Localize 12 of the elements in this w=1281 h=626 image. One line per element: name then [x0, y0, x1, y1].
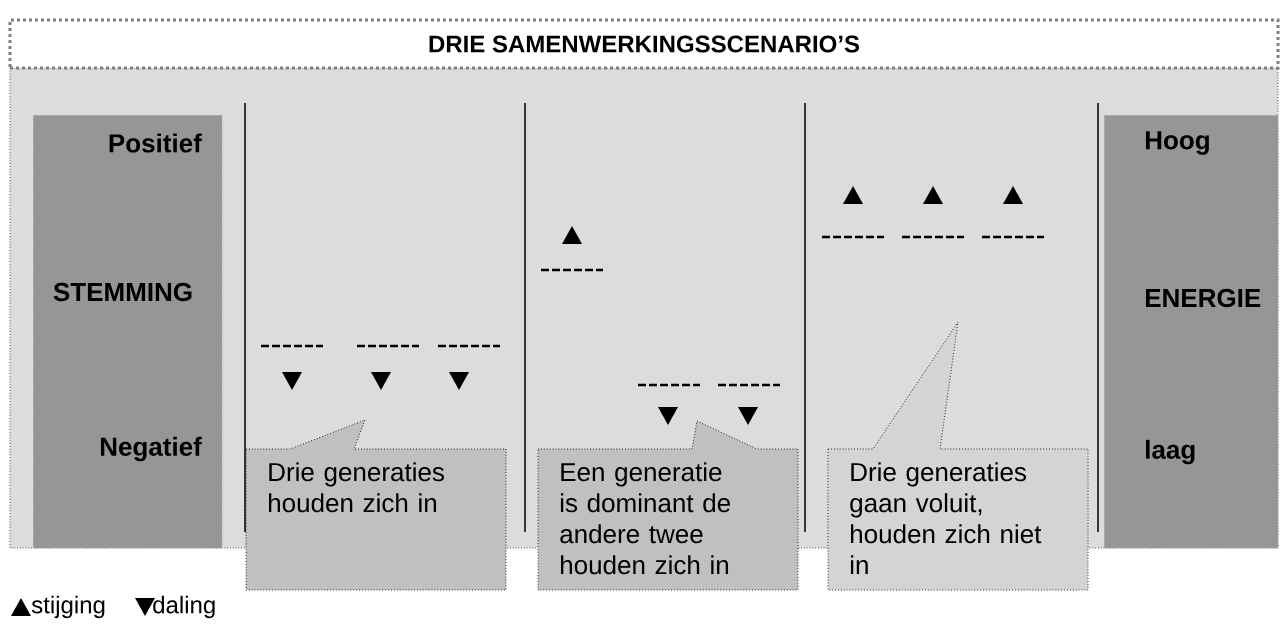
- title-box: DRIE SAMENWERKINGSSCENARIO’S: [8, 18, 1280, 70]
- scale-label: Negatief: [100, 436, 202, 462]
- speech-bubble: Drie generaties houden zich in: [245, 419, 507, 591]
- legend-label: stijging: [31, 595, 105, 619]
- legend-label: daling: [153, 595, 215, 619]
- scale-label: laag: [1146, 439, 1195, 465]
- speech-bubble: Drie generaties gaan voluit, houden zich niet in: [827, 321, 1089, 591]
- scale-label: STEMMING: [53, 282, 192, 302]
- scale-label: Positief: [109, 133, 202, 153]
- speech-bubble: Een generatie is dominant de andere twee houden zich in: [537, 420, 799, 591]
- scale-label: ENERGIE: [1145, 288, 1261, 308]
- scale-label: Hoog: [1145, 131, 1209, 155]
